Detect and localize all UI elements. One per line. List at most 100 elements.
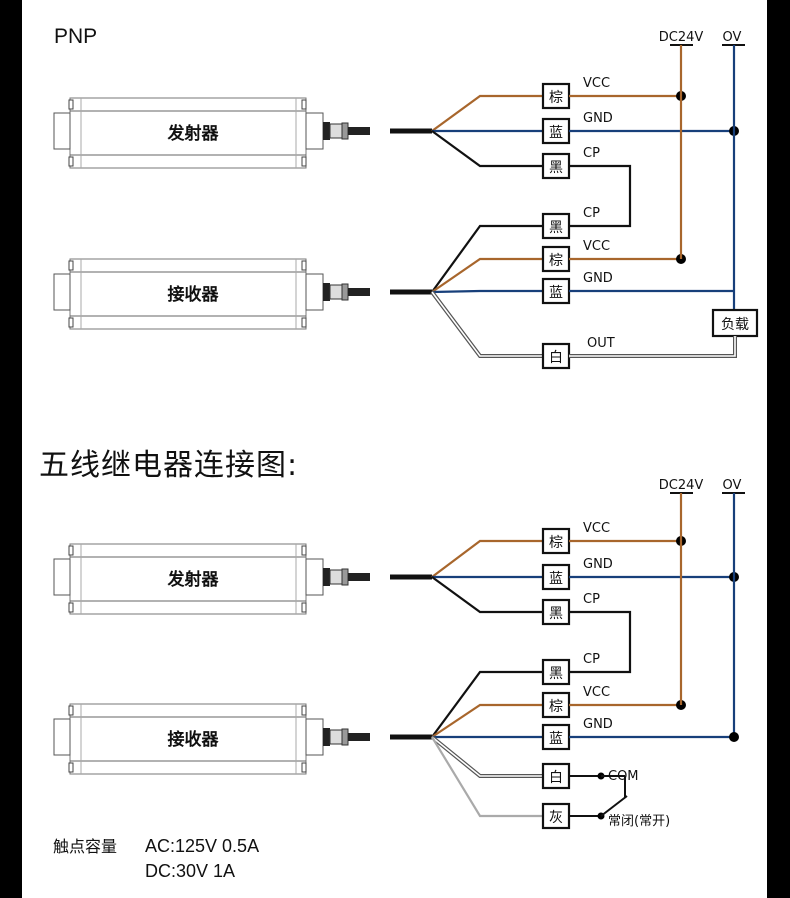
contact-dc-rating: DC:30V 1A	[145, 861, 236, 881]
pnp-cp-link	[569, 164, 632, 228]
relay-emitter-color-box-label: 棕	[549, 535, 563, 551]
pnp-receiver-connector-nut	[323, 283, 330, 301]
relay-receiver-clip	[301, 762, 307, 773]
pnp-receiver: 接收器	[53, 258, 370, 330]
relay-receiver-signal-label: VCC	[583, 685, 610, 700]
relay-receiver-clip	[68, 762, 74, 773]
relay-receiver-wire-1	[431, 703, 543, 738]
relay-emitter-connector-nut	[323, 568, 330, 586]
relay-nc-label: 常闭(常开)	[608, 814, 670, 829]
pnp-emitter-clip	[301, 99, 307, 110]
pnp-receiver-signal-label: OUT	[587, 336, 615, 351]
relay-rail-positive-label: DC24V	[659, 478, 704, 493]
relay-receiver-connector-body	[329, 729, 343, 745]
relay-receiver-connector-ring	[341, 728, 349, 746]
relay-emitter-color-box-label: 黑	[549, 606, 563, 622]
relay-receiver-endcap-right	[305, 718, 324, 756]
relay-emitter-clip	[301, 545, 307, 556]
pnp-receiver-signal-label: GND	[583, 271, 613, 286]
pnp-emitter-signal-label: CP	[583, 146, 600, 161]
relay-emitter-wire-vcc	[431, 539, 543, 578]
pnp-receiver-connector-ring	[341, 283, 349, 301]
pnp-emitter-wire-vcc	[431, 94, 543, 132]
pnp-receiver-color-box	[541, 212, 571, 240]
pnp-out-run	[569, 336, 736, 357]
relay-emitter-endcap-left	[53, 558, 71, 596]
pnp-receiver-wire-3-outline	[430, 290, 543, 358]
pnp-emitter-clip	[68, 99, 74, 110]
relay-receiver-wire-3	[431, 736, 543, 777]
pnp-emitter-color-box-label: 棕	[549, 90, 563, 106]
pnp-receiver-cable-stub	[348, 288, 370, 296]
pnp-emitter-connector-body	[329, 123, 343, 139]
pnp-load-box	[711, 308, 759, 338]
pnp-receiver-connector-body	[329, 284, 343, 300]
pnp-emitter-endcap-right	[305, 112, 324, 150]
relay-receiver-color-box-label: 白	[549, 770, 563, 786]
pnp-emitter-color-box-label: 黑	[549, 160, 563, 176]
pnp-receiver-wire-3	[431, 291, 543, 357]
relay-cp-link	[569, 610, 632, 674]
pnp-emitter-clip	[301, 156, 307, 167]
pnp-receiver-endcap-left	[53, 273, 71, 311]
relay-emitter-label: 发射器	[167, 569, 220, 590]
relay-receiver: 接收器	[53, 703, 370, 775]
pnp-receiver-clip	[301, 317, 307, 328]
pnp-receiver-wire-1	[431, 257, 543, 293]
pnp-emitter-color-box-label: 蓝	[549, 125, 563, 141]
pnp-receiver-clip	[68, 260, 74, 271]
relay-receiver-clip	[301, 705, 307, 716]
pnp-emitter-connector-nut	[323, 122, 330, 140]
relay-receiver-clip	[68, 705, 74, 716]
relay-emitter-clip	[301, 602, 307, 613]
pnp-receiver-label: 接收器	[168, 284, 220, 305]
relay-receiver-wire-4	[431, 736, 543, 818]
relay-title: 五线继电器连接图:	[39, 448, 299, 483]
contact-ac-rating: AC:125V 0.5A	[145, 836, 260, 856]
pnp-receiver-clip	[301, 260, 307, 271]
relay-receiver-color-box-label: 黑	[549, 666, 563, 682]
relay-emitter-color-box-label: 蓝	[549, 571, 563, 587]
pnp-emitter-color-box	[541, 82, 571, 110]
relay-emitter-clip	[68, 602, 74, 613]
relay-switch-blade	[600, 795, 628, 817]
relay-receiver-wire-3-outline	[430, 735, 543, 778]
relay-emitter-clip	[68, 545, 74, 556]
relay-emitter-color-box	[541, 598, 571, 626]
pnp-emitter-connector-ring	[341, 122, 349, 140]
relay-receiver-color-box-label: 灰	[549, 810, 563, 826]
pnp-emitter-label: 发射器	[167, 123, 220, 144]
relay-emitter-connector-body	[329, 569, 343, 585]
relay-junction-gnd-2	[729, 732, 739, 742]
pnp-emitter-clip	[68, 156, 74, 167]
pnp-receiver-color-box	[541, 245, 571, 273]
pnp-rail-positive-label: DC24V	[659, 30, 704, 45]
relay-receiver-color-box	[541, 691, 571, 719]
relay-emitter-endcap-right	[305, 558, 324, 596]
relay-receiver-color-box-label: 棕	[549, 699, 563, 715]
relay-emitter-wire-cp	[431, 576, 543, 614]
pnp-load-label: 负载	[721, 317, 749, 333]
pnp-receiver-signal-label: CP	[583, 206, 600, 221]
pnp-emitter-signal-label: VCC	[583, 76, 610, 91]
relay-emitter-body	[69, 543, 307, 615]
pnp-emitter-endcap-left	[53, 112, 71, 150]
relay-emitter-signal-label: GND	[583, 557, 613, 572]
pnp-receiver-color-box-label: 棕	[549, 253, 563, 269]
relay-receiver-wire-0	[431, 670, 543, 738]
pnp-receiver-wire-0	[431, 224, 543, 293]
relay-emitter-signal-label: CP	[583, 592, 600, 607]
pnp-emitter-signal-label: GND	[583, 111, 613, 126]
relay-receiver-endcap-left	[53, 718, 71, 756]
pnp-receiver-signal-label: VCC	[583, 239, 610, 254]
relay-emitter-connector-ring	[341, 568, 349, 586]
pnp-receiver-color-box-label: 蓝	[549, 285, 563, 301]
pnp-receiver-endcap-right	[305, 273, 324, 311]
pnp-receiver-color-box-label: 白	[549, 350, 563, 366]
pnp-emitter-wire-cp	[431, 130, 543, 168]
relay-receiver-label: 接收器	[168, 729, 220, 750]
relay-receiver-body	[69, 703, 307, 775]
relay-emitter: 发射器	[53, 543, 370, 615]
